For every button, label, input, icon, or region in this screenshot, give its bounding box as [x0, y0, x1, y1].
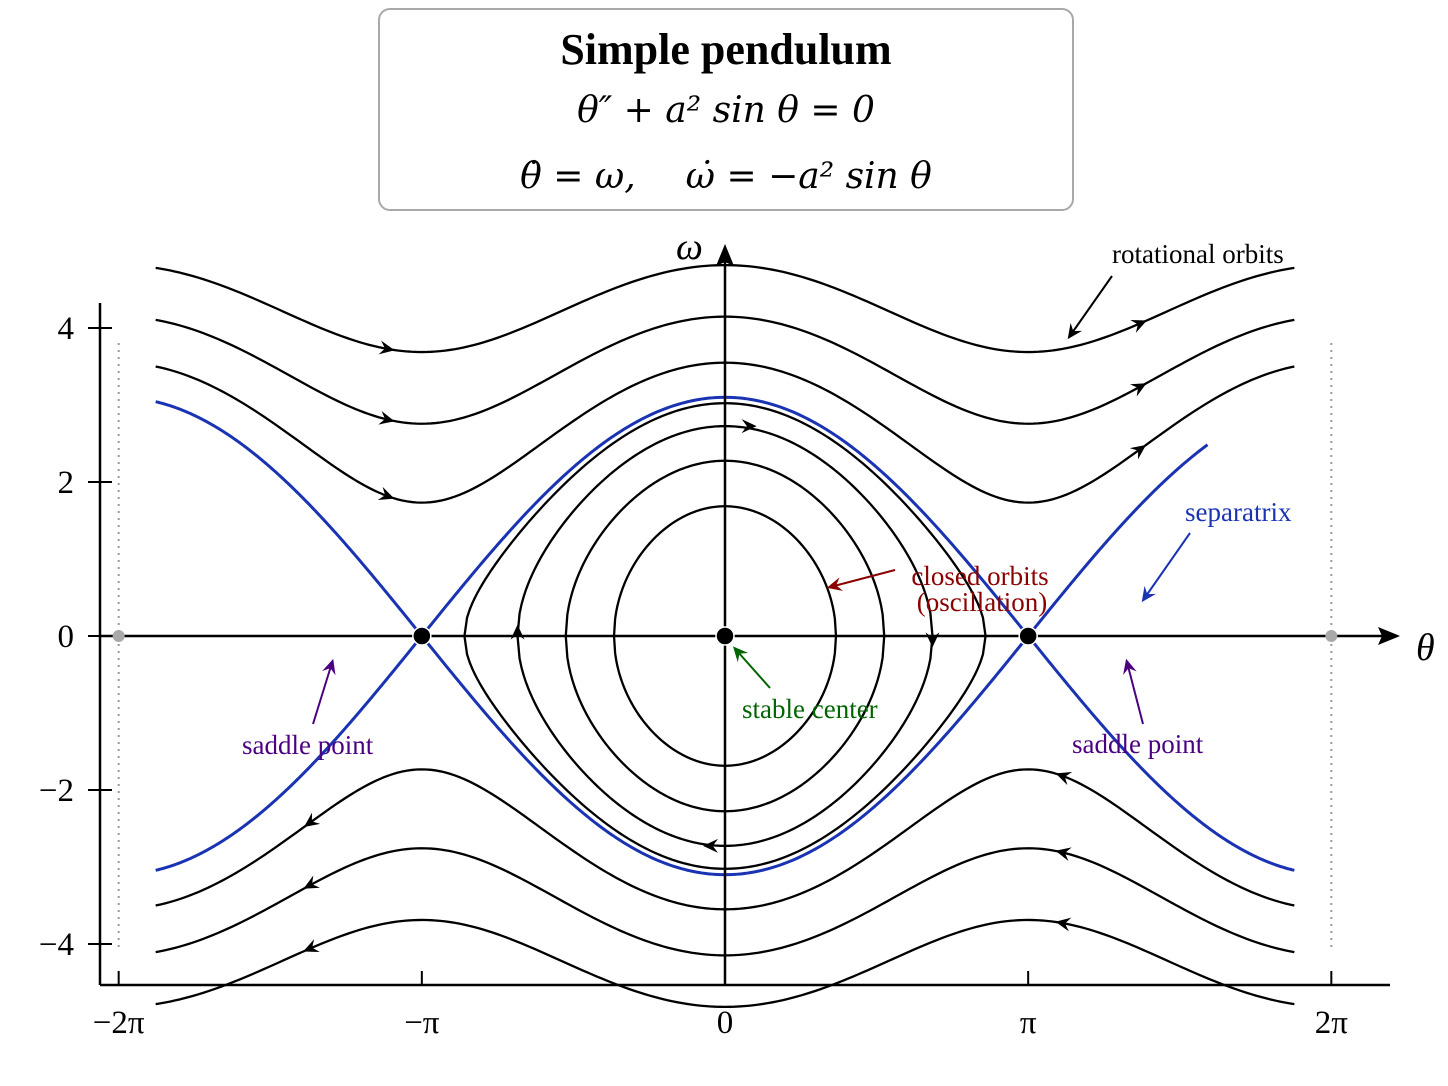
periodic-boundary-lines: [117, 343, 1333, 948]
x-tick-label: 0: [717, 1005, 734, 1041]
orbit-direction-arrow: [703, 838, 719, 853]
theta-axis-arrowhead: [1378, 627, 1400, 645]
saddle-left-pointer: [312, 665, 332, 725]
rotational-pointer: [1071, 275, 1113, 334]
separatrix-curve: [1026, 635, 1295, 872]
saddle-point-marker: [1018, 626, 1038, 646]
saddle-point-marker: [412, 626, 432, 646]
saddle-point-label-left: saddle point: [242, 730, 374, 760]
y-tick-label: 0: [58, 619, 75, 655]
orbit-direction-arrow: [303, 939, 320, 952]
closed-orbits-pointer-head: [826, 577, 844, 591]
axes-frame: [88, 303, 1390, 987]
closed-orbits-label: closed orbits: [911, 561, 1048, 591]
closed-orbits-pointer: [833, 569, 896, 587]
tick-labels: 4 2 0 −2 −4 −2π −π 0 π 2π: [39, 311, 1348, 1041]
orbit-direction-arrow: [377, 486, 395, 500]
equation-system: θ̇ = ω, ω̇ = −a² sin θ: [380, 156, 1072, 197]
orbit-direction-arrow: [378, 340, 395, 355]
stable-center-pointer: [737, 651, 771, 689]
y-axis-label: ω: [676, 226, 703, 268]
equation-second-order: θ″ + a² sin θ = 0: [577, 90, 875, 131]
title-box: Simple pendulum θ″ + a² sin θ = 0 θ̇ = ω…: [378, 8, 1074, 211]
separatrix-pointer: [1145, 532, 1191, 597]
coordinate-axes: [100, 244, 1400, 985]
x-axis-label: θ: [1416, 627, 1435, 669]
orbit-direction-arrow: [1055, 847, 1072, 862]
omega-axis-arrowhead: [716, 244, 734, 266]
y-tick-label: −4: [39, 927, 74, 963]
rotational-pointer-head: [1067, 322, 1083, 340]
equation-omega-dot: ω̇ = −a² sin θ: [685, 156, 932, 197]
separatrix-curve: [155, 635, 424, 872]
rotational-orbits-label: rotational orbits: [1112, 239, 1284, 269]
x-tick-label: π: [1020, 1005, 1037, 1041]
y-tick-label: 2: [58, 465, 75, 501]
orbit-direction-arrow: [1130, 383, 1147, 397]
orbit-direction-arrow: [1129, 444, 1147, 460]
separatrix-curve: [1026, 443, 1209, 637]
center-point-marker: [715, 626, 735, 646]
separatrix-label: separatrix: [1185, 497, 1292, 527]
orbit-direction-arrow: [1130, 320, 1147, 333]
orbit-direction-arrow: [1055, 917, 1072, 932]
orbit-direction-arrow: [741, 419, 757, 434]
oscillation-label: (oscillation): [917, 587, 1047, 617]
stable-center-label: stable center: [742, 694, 878, 724]
saddle-right-pointer-head: [1123, 658, 1137, 676]
x-tick-label: −π: [404, 1005, 440, 1041]
y-tick-label: −2: [39, 773, 74, 809]
stable-center-pointer-head: [733, 646, 749, 663]
chart-title: Simple pendulum: [560, 25, 892, 74]
annotations: rotational orbits closed orbits (oscilla…: [242, 239, 1292, 760]
periodic-point-marker: [112, 630, 125, 642]
orbit-direction-arrow: [378, 410, 395, 425]
saddle-right-pointer: [1127, 665, 1144, 725]
equation-theta-dot: θ̇ = ω,: [520, 156, 636, 197]
orbit-direction-arrow: [1055, 772, 1073, 786]
periodic-point-marker: [1325, 630, 1338, 642]
x-tick-label: −2π: [93, 1005, 145, 1041]
x-tick-label: 2π: [1315, 1005, 1349, 1041]
orbit-direction-arrow: [303, 812, 321, 828]
saddle-point-label-right: saddle point: [1072, 729, 1204, 759]
saddle-left-pointer-head: [322, 658, 336, 676]
orbit-direction-arrow: [303, 875, 320, 889]
separatrix-pointer-head: [1141, 585, 1157, 603]
separatrix-curve: [155, 400, 424, 637]
critical-points: [112, 626, 1338, 646]
rotational-orbit: [155, 918, 1295, 1009]
y-tick-label: 4: [58, 311, 75, 347]
